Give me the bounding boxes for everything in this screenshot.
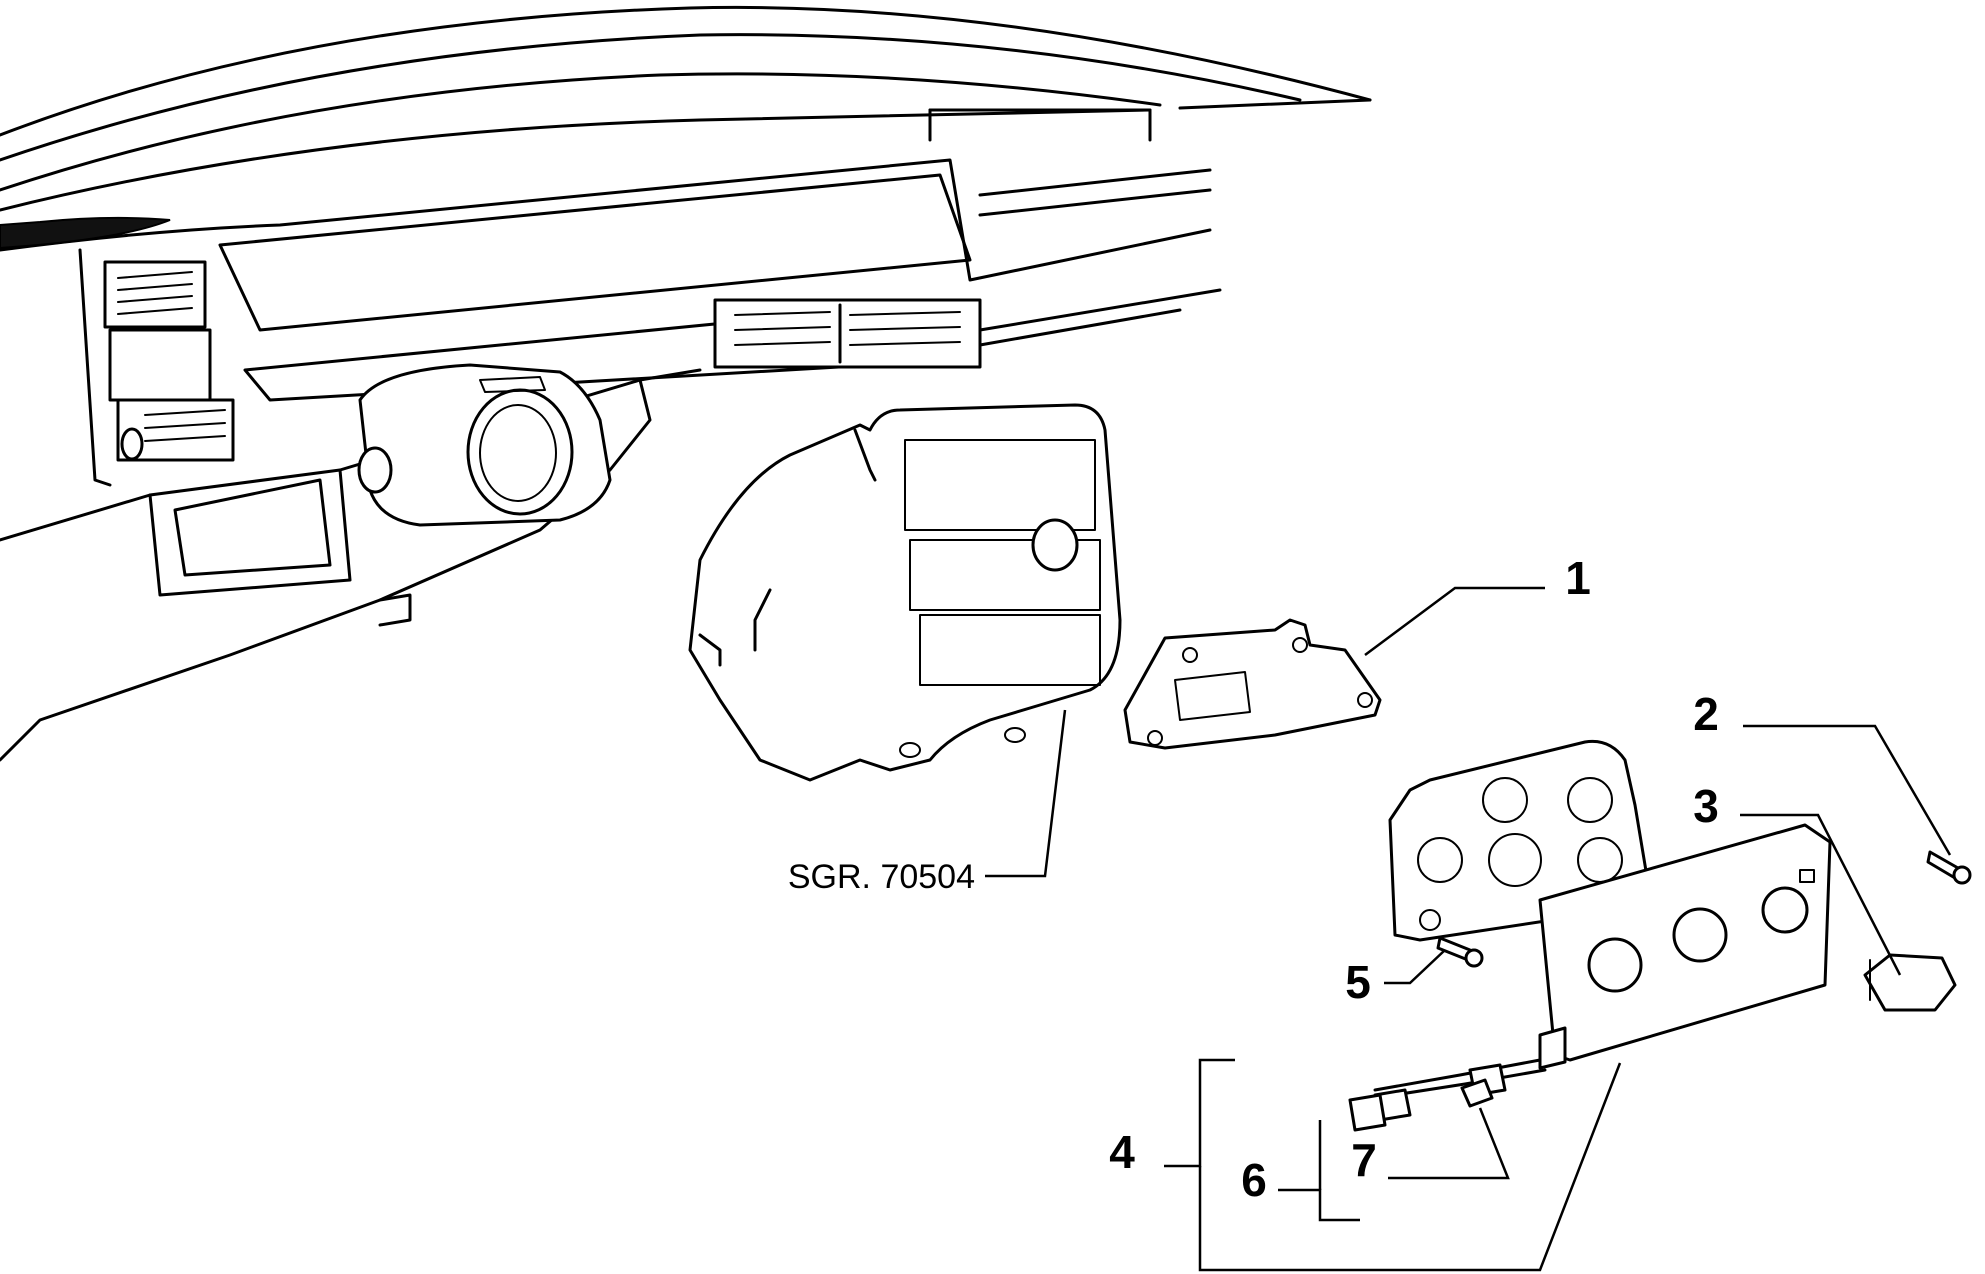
speaker-grille-icon — [0, 216, 171, 250]
leader-lines — [985, 586, 1952, 1272]
callout-1: 1 — [1565, 552, 1591, 604]
control-knob-icon — [1863, 953, 1957, 1012]
screw-part-2 — [1926, 850, 1972, 885]
mounting-bracket-part-1 — [1123, 618, 1382, 750]
callout-labels: 1 2 3 4 5 6 7 SGR. 70504 — [788, 552, 1719, 1206]
callout-2: 2 — [1693, 688, 1719, 740]
connector-part-6 — [1348, 1093, 1387, 1132]
callout-7: 7 — [1351, 1134, 1377, 1186]
bulb-part-7 — [1460, 1078, 1494, 1108]
callout-5: 5 — [1345, 956, 1371, 1008]
center-vent — [713, 298, 982, 369]
reference-label: SGR. 70504 — [788, 858, 975, 896]
callout-4: 4 — [1109, 1126, 1135, 1178]
callout-6: 6 — [1241, 1154, 1267, 1206]
console-bezel — [688, 403, 1122, 782]
callout-3: 3 — [1693, 780, 1719, 832]
control-panel-part-3 — [1538, 823, 1832, 1062]
dashboard-assembly — [0, 5, 1372, 762]
screw-part-5 — [1436, 936, 1484, 968]
